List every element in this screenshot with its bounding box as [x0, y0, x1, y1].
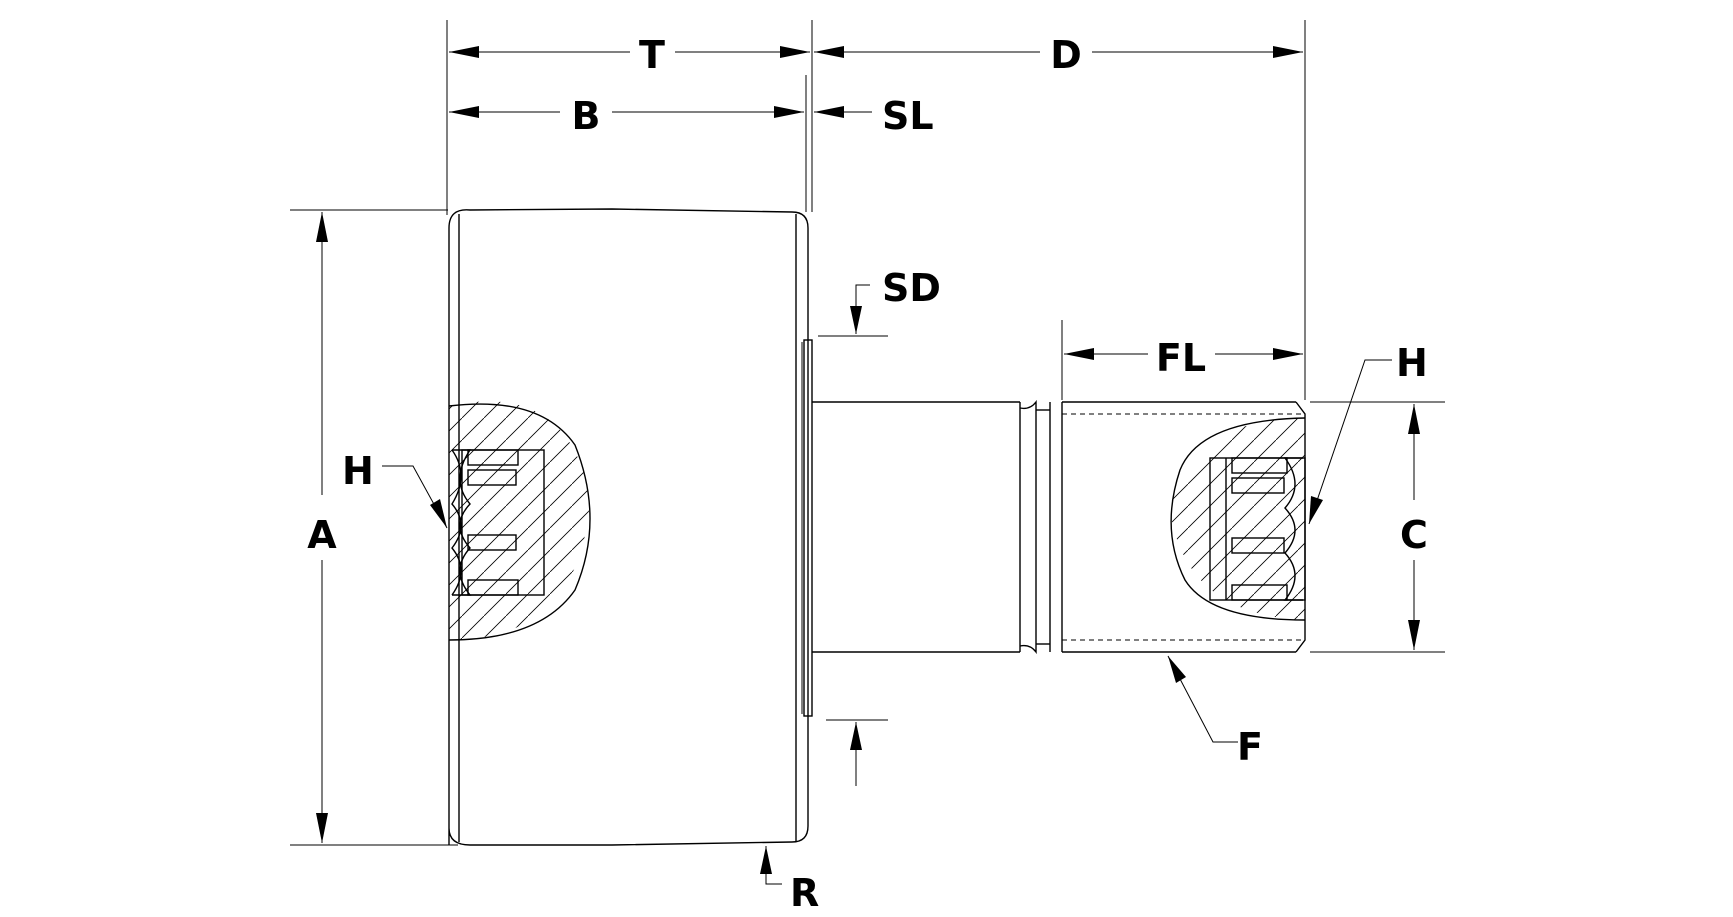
label-c: C — [1400, 513, 1428, 557]
label-d: D — [1050, 33, 1082, 77]
dimension-c: C — [1400, 404, 1428, 650]
outer-roller — [448, 208, 813, 846]
hex-socket-left — [448, 401, 591, 641]
label-r: R — [790, 871, 819, 915]
dimension-b: B — [449, 94, 804, 138]
leader-f: F — [1167, 655, 1263, 769]
extension-lines — [290, 20, 1445, 846]
dimension-fl: FL — [1064, 336, 1303, 380]
label-fl: FL — [1156, 336, 1206, 380]
label-f: F — [1237, 725, 1263, 769]
stud-shaft — [812, 399, 1306, 655]
leader-r: R — [760, 846, 819, 915]
label-h-left: H — [342, 449, 374, 493]
leader-h-left: H — [342, 449, 448, 529]
dimension-d: D — [814, 33, 1303, 77]
dimension-sl: SL — [814, 94, 934, 138]
label-a: A — [307, 513, 337, 557]
dimension-sd: SD — [850, 266, 941, 786]
label-h-right: H — [1396, 341, 1428, 385]
dimension-t: T — [449, 33, 810, 77]
label-sd: SD — [882, 266, 941, 310]
label-b: B — [572, 94, 601, 138]
label-sl: SL — [882, 94, 934, 138]
dimension-a: A — [307, 212, 337, 843]
label-t: T — [639, 33, 665, 77]
leader-h-right: H — [1308, 341, 1428, 525]
hex-socket-right — [1170, 417, 1306, 621]
